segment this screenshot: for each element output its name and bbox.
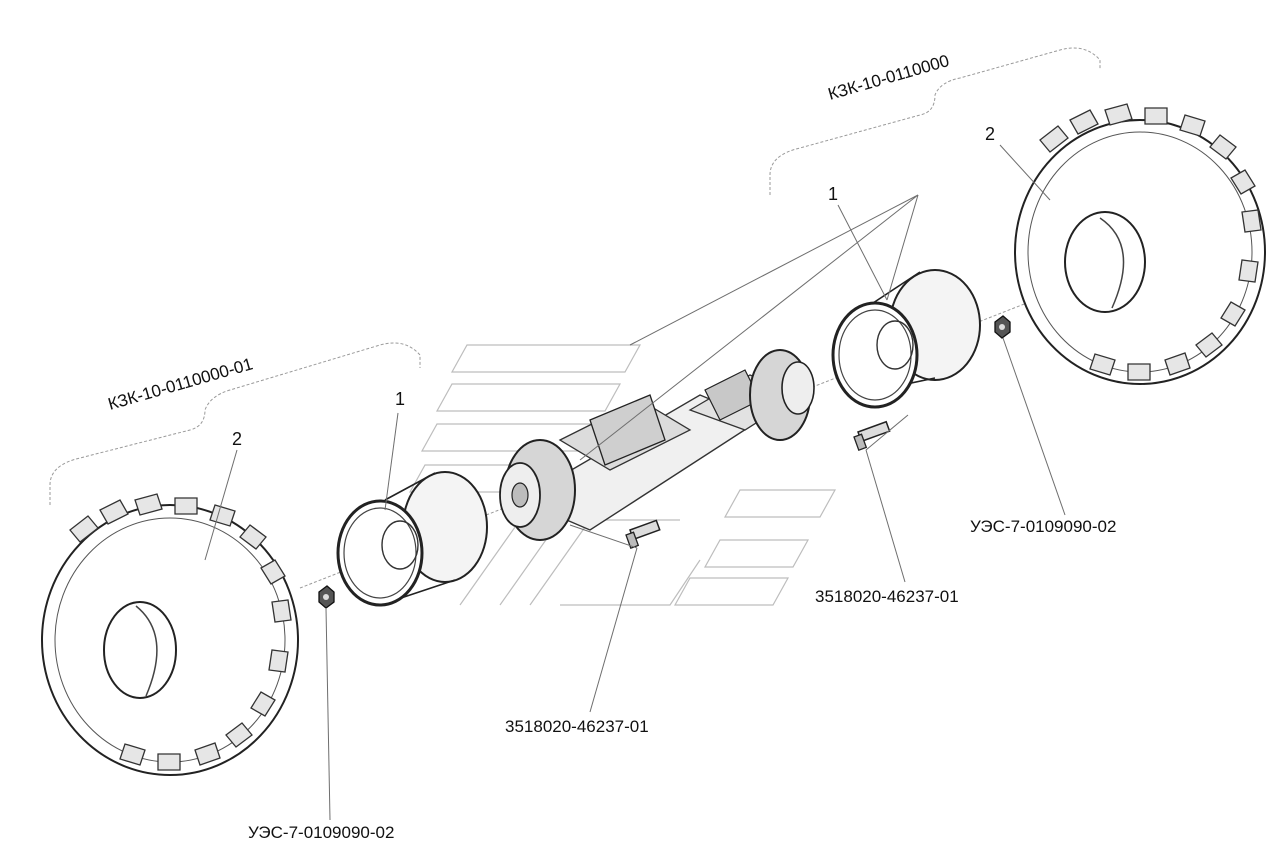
tractor-tire-left: [41, 493, 299, 776]
wheel-rim-left: [336, 471, 488, 607]
part-label-bolt-right: 3518020-46237-01: [815, 587, 959, 606]
callout-rim-left: 1: [395, 389, 405, 409]
nut-icon: [994, 315, 1011, 339]
bolt-icon: [853, 420, 891, 451]
group-label-left: КЗК-10-0110000-01: [106, 354, 255, 414]
drive-axle-assembly: [499, 349, 815, 541]
part-label-bolt-center: 3518020-46237-01: [505, 717, 649, 736]
callout-tire-right: 2: [985, 124, 995, 144]
nut-icon: [318, 585, 335, 609]
part-label-nut-left: УЭС-7-0109090-02: [248, 823, 394, 842]
leader-lines: [204, 144, 1066, 821]
part-label-nut-right: УЭС-7-0109090-02: [970, 517, 1116, 536]
callout-rim-right: 1: [828, 184, 838, 204]
group-bracket-right: [769, 47, 1101, 195]
wheel-rim-right: [831, 269, 981, 409]
group-bracket-left: [49, 342, 421, 505]
group-label-right: КЗК-10-0110000: [826, 51, 951, 104]
bolt-icon: [625, 519, 661, 549]
tractor-tire-right: [1014, 103, 1266, 385]
callout-tire-left: 2: [232, 429, 242, 449]
